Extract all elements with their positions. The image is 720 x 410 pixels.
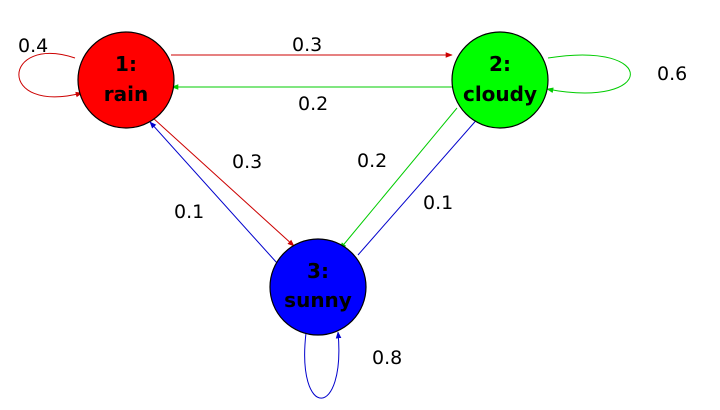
edge-labels: 0.4 0.3 0.3 0.2 0.6 0.2 0.1 0.1 0.8 xyxy=(18,34,687,369)
node-sunny-label-line1: 3: xyxy=(307,259,329,283)
edge-sunny-to-cloudy xyxy=(357,115,481,256)
edge-label-cloudy-to-rain: 0.2 xyxy=(298,93,328,115)
node-cloudy-label-line1: 2: xyxy=(489,52,511,76)
edge-label-sunny-to-cloudy: 0.1 xyxy=(423,192,453,214)
edge-label-rain-to-rain: 0.4 xyxy=(18,35,48,57)
nodes: 1: rain 2: cloudy 3: sunny xyxy=(77,31,549,336)
edge-label-sunny-to-rain: 0.1 xyxy=(174,201,204,223)
edge-label-cloudy-to-sunny: 0.2 xyxy=(357,150,387,172)
node-sunny: 3: sunny xyxy=(269,238,367,336)
node-rain-label-line2: rain xyxy=(104,82,148,106)
node-cloudy-label-line2: cloudy xyxy=(463,82,537,106)
node-rain: 1: rain xyxy=(77,31,175,129)
edge-label-rain-to-cloudy: 0.3 xyxy=(292,34,322,56)
node-rain-circle xyxy=(77,31,175,129)
node-cloudy: 2: cloudy xyxy=(451,31,549,129)
edge-rain-to-sunny xyxy=(152,117,295,247)
edge-cloudy-to-cloudy xyxy=(546,54,631,94)
edge-label-sunny-to-sunny: 0.8 xyxy=(372,347,402,369)
edge-label-cloudy-to-cloudy: 0.6 xyxy=(657,63,687,85)
edge-cloudy-to-sunny xyxy=(339,107,458,250)
node-rain-label-line1: 1: xyxy=(115,52,137,76)
edge-sunny-to-rain xyxy=(149,121,278,264)
node-sunny-label-line2: sunny xyxy=(284,288,352,312)
node-cloudy-circle xyxy=(451,31,549,129)
edge-rain-to-rain xyxy=(18,53,83,98)
edge-sunny-to-sunny xyxy=(304,331,342,399)
edges xyxy=(18,52,631,399)
node-sunny-circle xyxy=(269,238,367,336)
edge-label-rain-to-sunny: 0.3 xyxy=(232,151,262,173)
